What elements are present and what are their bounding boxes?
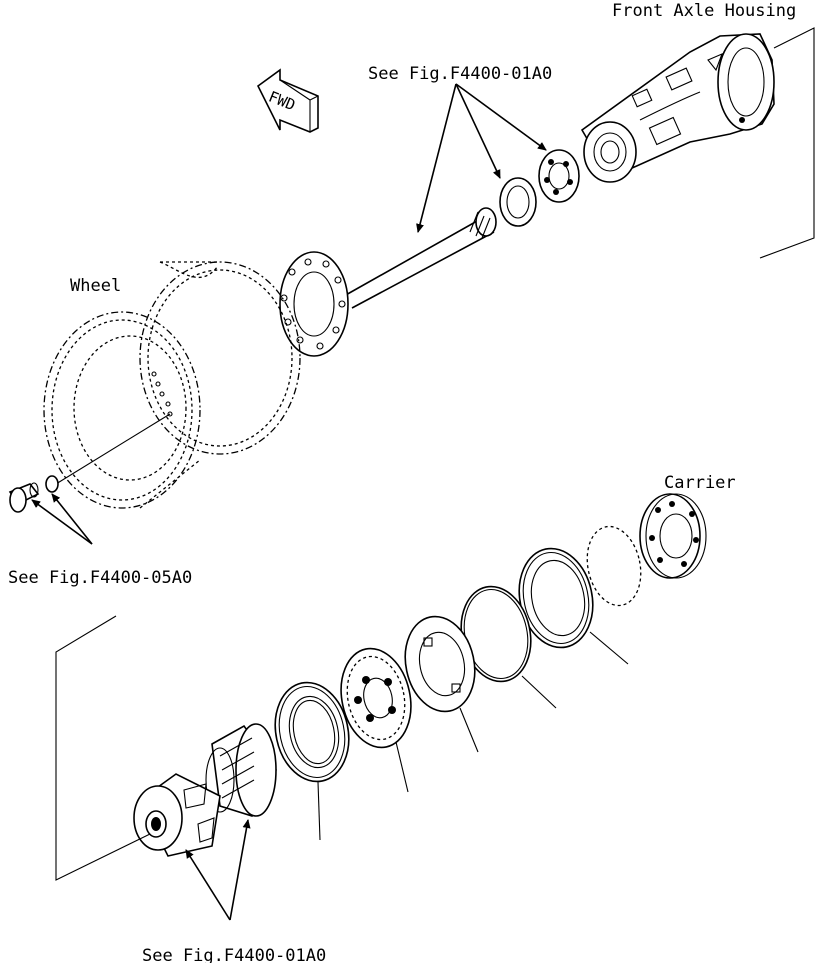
bottom-bracket-line xyxy=(55,615,151,881)
top-callout-arrows xyxy=(416,83,547,233)
carrier-label: Carrier xyxy=(664,473,736,493)
left-callout-arrows xyxy=(31,493,93,545)
front-axle-housing-label: Front Axle Housing xyxy=(612,1,796,21)
steel-plate xyxy=(404,615,476,713)
friction-disc-leader xyxy=(395,741,409,793)
bearing-cup xyxy=(499,177,537,227)
housing-bracket-line xyxy=(759,27,815,259)
see-fig-top-label: See Fig.F4400-01A0 xyxy=(368,64,552,84)
wheel-label: Wheel xyxy=(70,276,121,296)
friction-disc xyxy=(340,647,412,749)
see-fig-bottom-label: See Fig.F4400-01A0 xyxy=(142,946,326,963)
gear-cage xyxy=(205,723,277,817)
front-axle-housing xyxy=(580,33,775,183)
steel-plate-leader xyxy=(459,707,479,753)
ring-gear-leader xyxy=(589,631,629,665)
wheel-nut xyxy=(45,475,59,493)
piston-leader xyxy=(317,781,321,841)
wheel-bolt xyxy=(8,482,40,513)
see-fig-left-label: See Fig.F4400-05A0 xyxy=(8,568,192,588)
snap-ring-leader xyxy=(521,675,557,709)
wheel-rim xyxy=(43,261,301,509)
wheel-center-line xyxy=(55,413,171,485)
piston xyxy=(274,681,350,783)
hub-end-cap xyxy=(133,773,221,857)
o-ring xyxy=(586,525,642,607)
axle-shaft xyxy=(343,207,497,309)
bearing-cone xyxy=(538,149,580,203)
carrier xyxy=(639,493,707,579)
fwd-arrow-icon: FWD xyxy=(256,68,319,133)
bottom-callout-arrows xyxy=(185,819,251,921)
hub-flange xyxy=(279,251,349,357)
